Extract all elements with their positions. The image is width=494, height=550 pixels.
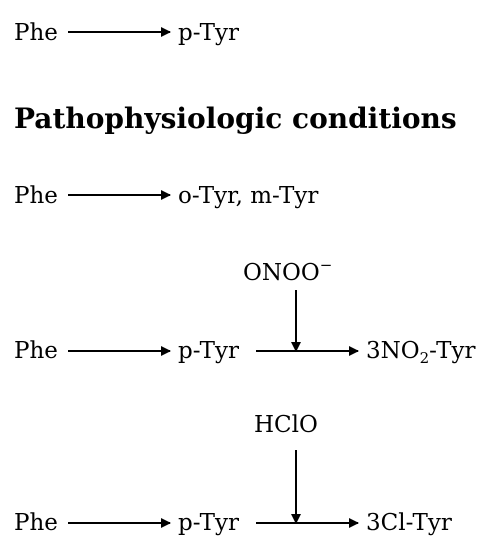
chlorination-pathway: HClO Phe p-Tyr 3Cl-Tyr [14, 412, 452, 536]
oxidation-start-label: Phe [14, 183, 58, 209]
chlorination-oxidant-label: HClO [254, 412, 318, 438]
nitration-oxidant-charge: − [320, 256, 333, 274]
normal-start-label: Phe [14, 20, 58, 46]
nitration-pathway: ONOO− Phe p-Tyr 3NO2-Tyr [14, 256, 475, 367]
nitration-product-subscript: 2 [420, 349, 430, 367]
normal-pathway: Phe p-Tyr [14, 20, 239, 46]
nitration-product-label: 3NO2-Tyr [366, 338, 475, 367]
nitration-start-label: Phe [14, 338, 58, 364]
normal-product-label: p-Tyr [178, 20, 239, 46]
oxidation-products-label: o-Tyr, m-Tyr [178, 183, 318, 209]
section-heading: Pathophysiologic conditions [14, 102, 457, 135]
chlorination-product-label: 3Cl-Tyr [366, 510, 452, 536]
nitration-oxidant-label: ONOO− [243, 256, 332, 286]
nitration-oxidant-text: ONOO [243, 260, 320, 286]
nitration-product-prefix: 3NO [366, 338, 420, 364]
nitration-intermediate-label: p-Tyr [178, 338, 239, 364]
chlorination-start-label: Phe [14, 510, 58, 536]
oxidation-pathway: Phe o-Tyr, m-Tyr [14, 183, 318, 209]
nitration-product-suffix: -Tyr [429, 338, 475, 364]
chlorination-intermediate-label: p-Tyr [178, 510, 239, 536]
